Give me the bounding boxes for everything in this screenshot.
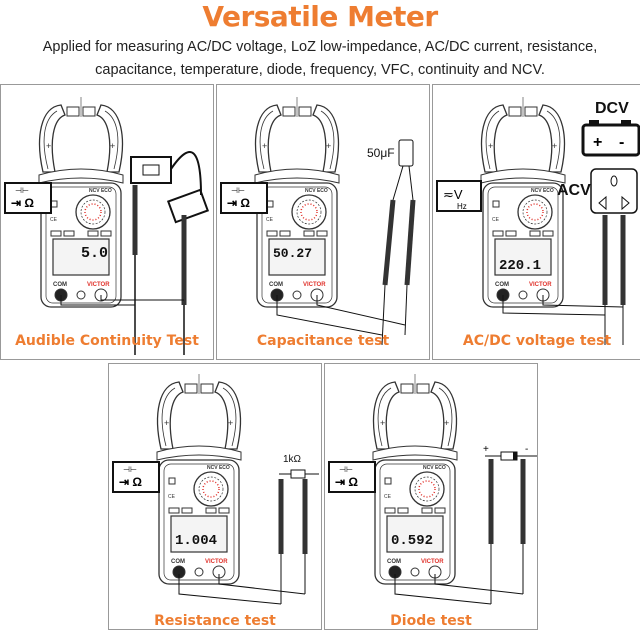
callout-icon: ⇥ Ω⊣⊢ xyxy=(328,461,376,493)
panel-label: Audible Continuity Test xyxy=(15,333,199,349)
panel-voltage: NCV ECO COM VICTOR 220.1 ≂V Hz DCV +- AC… xyxy=(432,84,640,360)
page-subtitle: Applied for measuring AC/DC voltage, LoZ… xyxy=(42,39,598,78)
panel-diode: NCV ECO COM VICTOR 0.592 ⇥ Ω⊣⊢ +- Diode … xyxy=(324,363,538,630)
svg-text:⊣⊢: ⊣⊢ xyxy=(231,186,245,195)
resistance-illustration: NCV ECO COM VICTOR 1.004 ⇥ Ω⊣⊢ 1kΩ xyxy=(112,373,319,605)
panel-label: AC/DC voltage test xyxy=(462,333,612,349)
meter-model: NCV ECO xyxy=(423,465,446,471)
socket-icon xyxy=(130,156,210,224)
resistor-icon xyxy=(290,469,306,479)
svg-text:⇥ Ω: ⇥ Ω xyxy=(227,196,250,210)
battery-icon: +- xyxy=(581,120,640,157)
voltage-hz-callout: ≂V Hz xyxy=(436,180,482,212)
svg-text:+: + xyxy=(483,444,489,455)
svg-text:⇥ Ω: ⇥ Ω xyxy=(335,475,358,489)
com-label: COM xyxy=(53,282,67,288)
capacitance-illustration: NCV ECO COM VICTOR 50.27 ⇥ Ω⊣⊢ 50μF xyxy=(220,96,416,346)
meter-display: 0.592 xyxy=(391,533,433,549)
svg-text:+: + xyxy=(593,134,602,151)
callout-icon: ⇥ Ω⊣⊢ xyxy=(112,461,160,493)
clamp-meter xyxy=(156,373,242,585)
meter-labels: NCV ECO COM VICTOR xyxy=(495,188,554,288)
capacitor-icon xyxy=(398,139,414,167)
svg-text:-: - xyxy=(619,134,624,151)
svg-text:⊣⊢: ⊣⊢ xyxy=(339,465,353,474)
brand-label: VICTOR xyxy=(529,282,552,288)
meter-model: NCV ECO xyxy=(305,188,328,194)
svg-text:⇥ Ω: ⇥ Ω xyxy=(119,475,142,489)
brand-label: VICTOR xyxy=(303,282,326,288)
callout-subtext: Hz xyxy=(457,202,467,211)
panel-label: Resistance test xyxy=(154,613,276,629)
callout-text: ≂V xyxy=(443,187,463,202)
continuity-illustration: NCV ECO COM VICTOR 5.0 ⇥ Ω⊣⊢ xyxy=(4,96,210,355)
meter-model: NCV ECO xyxy=(89,188,112,194)
outlet-icon xyxy=(590,168,638,214)
panel-label: Diode test xyxy=(390,613,472,629)
panel-resistance: NCV ECO COM VICTOR 1.004 ⇥ Ω⊣⊢ 1kΩ Resis… xyxy=(108,363,322,630)
voltage-illustration: NCV ECO COM VICTOR 220.1 ≂V Hz DCV +- AC… xyxy=(436,96,640,345)
meter-display: 5.0 xyxy=(81,245,108,262)
meter-display: 220.1 xyxy=(499,258,541,274)
meter-display: 1.004 xyxy=(175,533,217,549)
clamp-meter xyxy=(480,96,566,308)
brand-label: VICTOR xyxy=(87,282,110,288)
test-probes xyxy=(60,185,187,355)
meter-labels: NCV ECO COM VICTOR xyxy=(387,465,446,565)
com-label: COM xyxy=(171,559,185,565)
callout-icon: ⇥ Ω⊣⊢ xyxy=(4,182,52,214)
diode-icon: +- xyxy=(483,444,537,461)
com-label: COM xyxy=(387,559,401,565)
com-label: COM xyxy=(495,282,509,288)
capacitor-value: 50μF xyxy=(367,146,395,160)
panel-label: Capacitance test xyxy=(256,333,390,349)
svg-text:⇥ Ω: ⇥ Ω xyxy=(11,196,34,210)
svg-text:⊣⊢: ⊣⊢ xyxy=(123,465,137,474)
page-title: Versatile Meter xyxy=(202,0,438,33)
meter-labels: NCV ECO COM VICTOR xyxy=(171,465,230,565)
brand-label: VICTOR xyxy=(421,559,444,565)
meter-display: 50.27 xyxy=(273,246,312,261)
svg-text:⊣⊢: ⊣⊢ xyxy=(15,186,29,195)
brand-label: VICTOR xyxy=(205,559,228,565)
acv-label: ACV xyxy=(557,182,591,199)
meter-labels: NCV ECO COM VICTOR xyxy=(269,188,328,288)
meter-labels: NCV ECO COM VICTOR xyxy=(53,188,112,288)
panel-continuity: NCV ECO COM VICTOR 5.0 ⇥ Ω⊣⊢ Audible Con… xyxy=(0,84,214,360)
meter-model: NCV ECO xyxy=(531,188,554,194)
com-label: COM xyxy=(269,282,283,288)
panel-capacitance: NCV ECO COM VICTOR 50.27 ⇥ Ω⊣⊢ 50μF Capa… xyxy=(216,84,430,360)
svg-text:-: - xyxy=(525,444,528,455)
callout-icon: ⇥ Ω⊣⊢ xyxy=(220,182,268,214)
dcv-label: DCV xyxy=(595,100,629,117)
resistor-value: 1kΩ xyxy=(283,454,302,465)
clamp-meter xyxy=(372,373,458,585)
diode-illustration: NCV ECO COM VICTOR 0.592 ⇥ Ω⊣⊢ +- xyxy=(328,373,537,605)
meter-model: NCV ECO xyxy=(207,465,230,471)
